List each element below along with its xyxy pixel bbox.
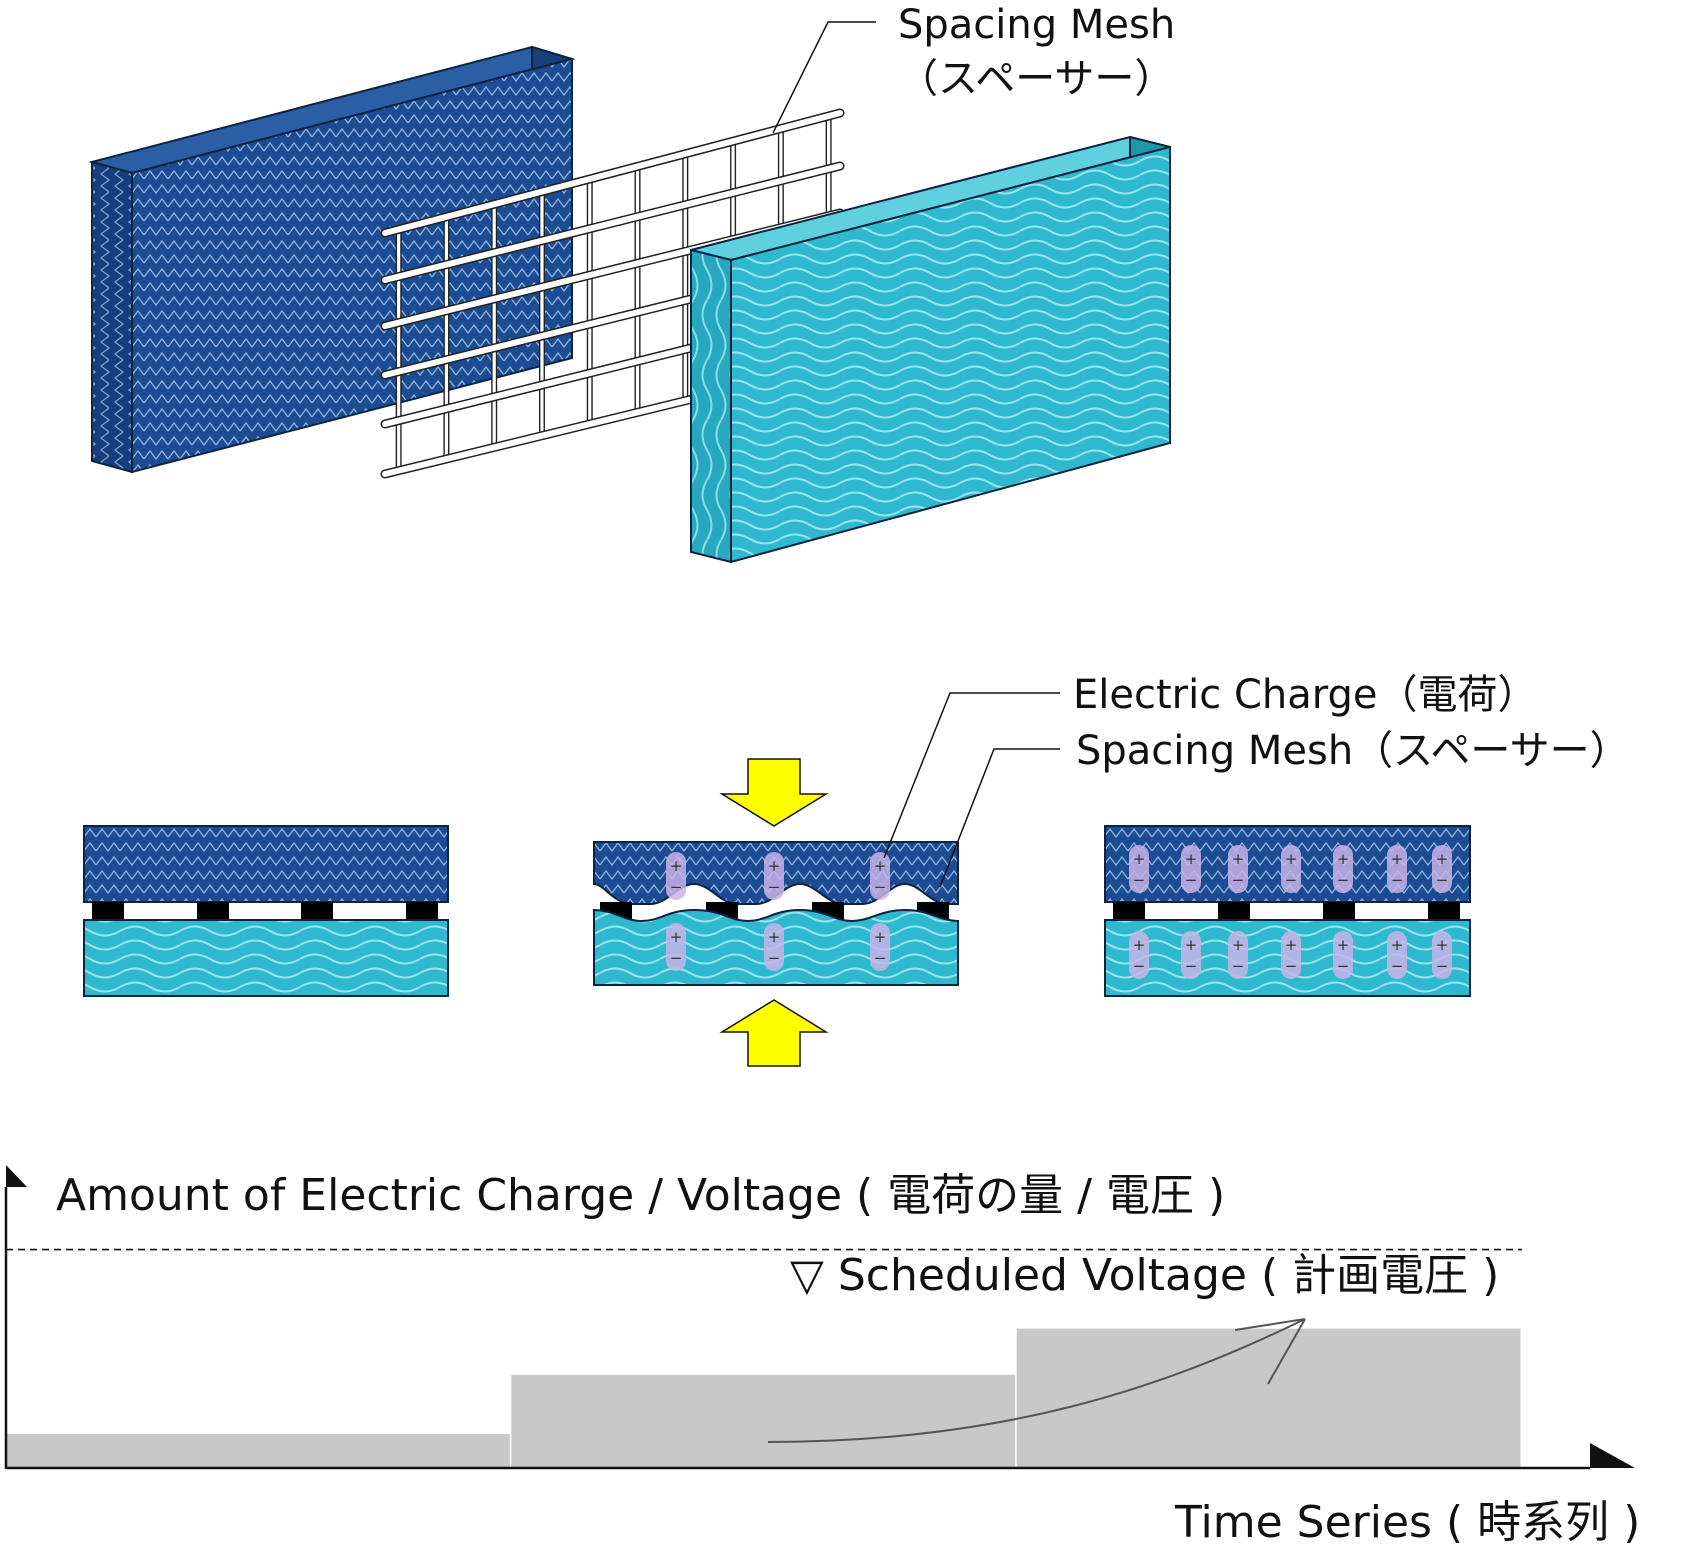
- plus-sign: +: [1133, 850, 1146, 868]
- charge-group-stage-2: +−+−+−+−+−+−: [666, 852, 890, 971]
- mesh-rod-horizontal-fill: [382, 163, 843, 283]
- plus-sign: +: [1337, 936, 1350, 954]
- plus-sign: +: [874, 857, 887, 875]
- charge-capsule: +−: [1432, 845, 1452, 893]
- minus-sign: −: [1133, 871, 1146, 889]
- charge-capsule: +−: [1281, 845, 1301, 893]
- minus-sign: −: [1391, 957, 1404, 975]
- bar: [6, 1434, 510, 1467]
- stage-1-separated: [83, 825, 449, 997]
- minus-sign: −: [670, 949, 683, 967]
- minus-sign: −: [1185, 957, 1198, 975]
- plus-sign: +: [1436, 936, 1449, 954]
- charge-label: Electric Charge（電荷）: [1073, 672, 1537, 718]
- charge-capsule: +−: [1333, 845, 1353, 893]
- plus-sign: +: [768, 928, 781, 946]
- charge-capsule: +−: [1228, 931, 1248, 979]
- plus-sign: +: [1185, 936, 1198, 954]
- dark-plate-3d: [88, 45, 576, 474]
- minus-sign: −: [768, 878, 781, 896]
- plus-sign: +: [768, 857, 781, 875]
- plus-sign: +: [1337, 850, 1350, 868]
- plus-sign: +: [670, 928, 683, 946]
- charge-capsule: +−: [1333, 931, 1353, 979]
- charge-capsule: +−: [666, 852, 686, 900]
- stage-2-pressed: +−+−+−+−+−+−: [593, 758, 959, 1067]
- minus-sign: −: [1133, 957, 1146, 975]
- mesh-rod-horizontal-fill: [382, 110, 843, 236]
- plus-sign: +: [1391, 850, 1404, 868]
- bar: [1016, 1328, 1521, 1467]
- minus-sign: −: [1337, 871, 1350, 889]
- x-axis-arrowhead: [1590, 1443, 1635, 1468]
- charge-capsule: +−: [764, 852, 784, 900]
- charge-capsule: +−: [870, 852, 890, 900]
- minus-sign: −: [1436, 957, 1449, 975]
- minus-sign: −: [670, 878, 683, 896]
- charge-capsule: +−: [1387, 931, 1407, 979]
- minus-sign: −: [1232, 957, 1245, 975]
- charge-capsule: +−: [1129, 845, 1149, 893]
- plus-sign: +: [1232, 936, 1245, 954]
- minus-sign: −: [768, 949, 781, 967]
- press-arrow-up: [719, 999, 829, 1067]
- trend-arrow: [767, 1318, 1306, 1443]
- y-axis-arrowhead: [6, 1165, 27, 1187]
- minus-sign: −: [1285, 957, 1298, 975]
- minus-sign: −: [1337, 957, 1350, 975]
- plus-sign: +: [874, 928, 887, 946]
- charge-capsule: +−: [1181, 845, 1201, 893]
- minus-sign: −: [874, 949, 887, 967]
- mesh-label-middle: Spacing Mesh（スペーサー）: [1076, 728, 1630, 774]
- minus-sign: −: [1285, 871, 1298, 889]
- bar: [511, 1374, 1016, 1467]
- mesh-callout-top: Spacing Mesh （スペーサー）: [772, 2, 1175, 134]
- charge-capsule: +−: [1228, 845, 1248, 893]
- minus-sign: −: [874, 878, 887, 896]
- plus-sign: +: [670, 857, 683, 875]
- charge-capsule: +−: [1432, 931, 1452, 979]
- charge-capsule: +−: [666, 923, 686, 971]
- plus-sign: +: [1391, 936, 1404, 954]
- charge-capsule: +−: [870, 923, 890, 971]
- middle-callouts: Electric Charge（電荷） Spacing Mesh（スペーサー）: [883, 672, 1630, 888]
- x-axis-label: Time Series ( 時系列 ): [1174, 1497, 1640, 1548]
- plus-sign: +: [1436, 850, 1449, 868]
- minus-sign: −: [1185, 871, 1198, 889]
- mesh-label-en: Spacing Mesh: [898, 2, 1175, 48]
- plus-sign: +: [1185, 850, 1198, 868]
- charge-voltage-chart: Amount of Electric Charge / Voltage ( 電荷…: [4, 1165, 1640, 1548]
- light-plate-3d: [690, 135, 1171, 564]
- minus-sign: −: [1391, 871, 1404, 889]
- plus-sign: +: [1285, 850, 1298, 868]
- charge-capsule: +−: [1181, 931, 1201, 979]
- y-axis-label: Amount of Electric Charge / Voltage ( 電荷…: [56, 1170, 1225, 1221]
- plus-sign: +: [1285, 936, 1298, 954]
- minus-sign: −: [1232, 871, 1245, 889]
- plus-sign: +: [1133, 936, 1146, 954]
- plus-sign: +: [1232, 850, 1245, 868]
- bar-series: [6, 1328, 1521, 1467]
- stage-3-charged: +−+−+−+−+−+−+−+−+−+−+−+−+−+−: [1104, 825, 1471, 997]
- mesh-label-ja: （スペーサー）: [898, 56, 1174, 102]
- charge-capsule: +−: [1281, 931, 1301, 979]
- reference-line-label: ▽ Scheduled Voltage ( 計画電圧 ): [790, 1250, 1499, 1301]
- charge-capsule: +−: [1387, 845, 1407, 893]
- press-arrow-down: [719, 758, 829, 827]
- charge-capsule: +−: [1129, 931, 1149, 979]
- charge-capsule: +−: [764, 923, 784, 971]
- charge-group-stage-3: +−+−+−+−+−+−+−+−+−+−+−+−+−+−: [1129, 845, 1452, 979]
- minus-sign: −: [1436, 871, 1449, 889]
